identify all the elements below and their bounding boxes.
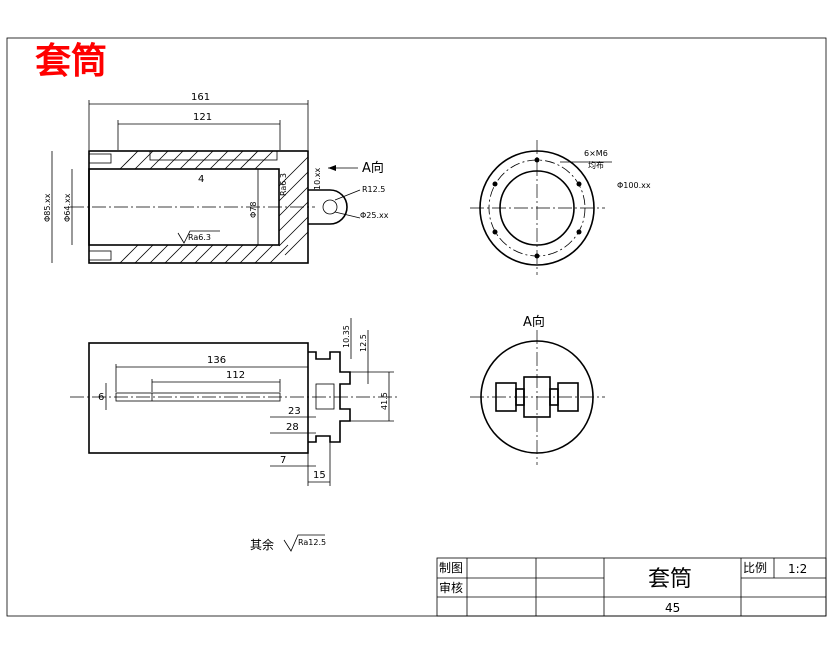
- tb-scale-label: 比例: [743, 561, 767, 575]
- title-block: 制图 审核 套筒 比例 1:2 45: [436, 557, 827, 617]
- dim-112: 112: [226, 370, 245, 381]
- dim-136: 136: [207, 355, 226, 366]
- dim-415: 41.5: [380, 392, 389, 410]
- dim-r125: R12.5: [362, 185, 385, 194]
- dim-10: 10.xx: [313, 168, 322, 190]
- dim-28: 28: [286, 422, 299, 433]
- view-marker-a: A向: [362, 160, 384, 176]
- dim-1035: 10.35: [342, 325, 351, 348]
- a-view: A向: [470, 314, 605, 465]
- note-rest: 其余: [250, 537, 274, 552]
- dim-junbu: 均布: [588, 160, 604, 170]
- tb-drawn: 制图: [439, 561, 463, 575]
- dim-ra63b: Ra6.3: [279, 173, 288, 196]
- section-view: 161 121 4 Φ85.xx Φ64.xx Φ78 Ra6.3 R12.5 …: [43, 92, 389, 264]
- dim-23: 23: [288, 406, 301, 417]
- dim-phi85: Φ85.xx: [43, 193, 52, 222]
- dim-7: 7: [280, 455, 286, 466]
- dim-15: 15: [313, 470, 326, 481]
- tb-checked: 审核: [439, 580, 463, 595]
- drawing-title: 套筒: [35, 40, 107, 82]
- a-view-label: A向: [523, 314, 545, 330]
- tb-scale-value: 1:2: [788, 562, 807, 576]
- dim-161: 161: [191, 92, 210, 103]
- end-view: 6×M6 均布 Φ100.xx: [470, 140, 651, 275]
- dim-phi78: Φ78: [249, 202, 258, 218]
- dim-phi100: Φ100.xx: [617, 181, 651, 190]
- dim-125: 12.5: [359, 334, 368, 352]
- front-view: 136 112 6 23 28 7 15 10.35 12.5 41.5: [70, 318, 400, 486]
- tb-material: 45: [665, 601, 680, 615]
- dim-6xm6: 6×M6: [584, 149, 608, 158]
- dim-4: 4: [198, 174, 204, 185]
- note-ra: Ra12.5: [298, 538, 326, 547]
- sheet-border: [6, 37, 827, 617]
- dim-phi25: Φ25.xx: [360, 211, 389, 220]
- dim-ra63: Ra6.3: [188, 233, 211, 242]
- tb-part-name: 套筒: [648, 567, 692, 592]
- dim-6: 6: [98, 392, 104, 403]
- dim-121: 121: [193, 112, 212, 123]
- dim-phi64: Φ64.xx: [63, 193, 72, 222]
